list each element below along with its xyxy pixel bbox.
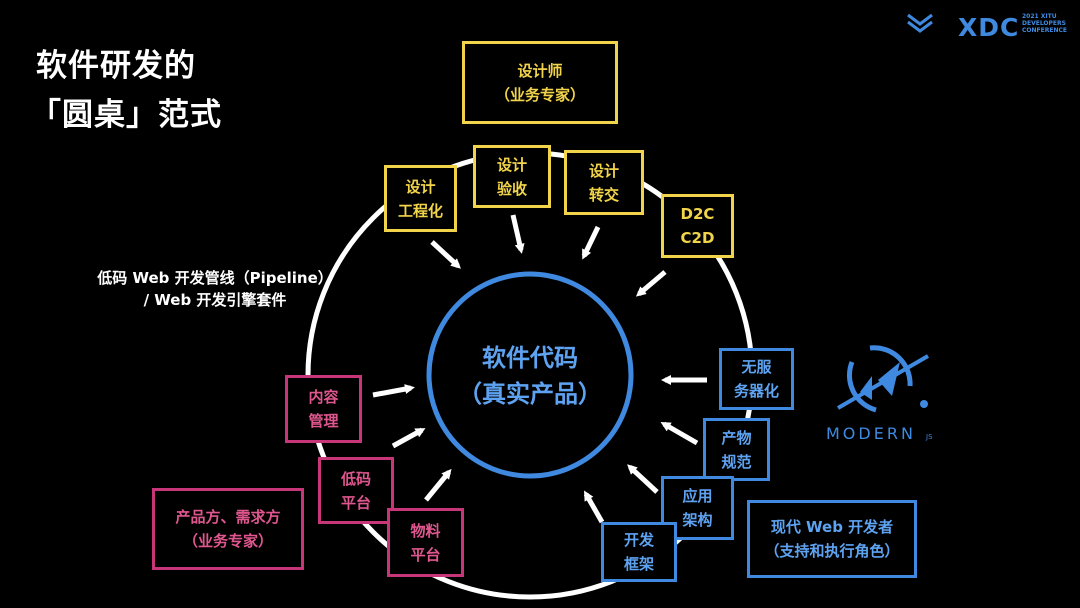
node-product-side: 产品方、需求方 （业务专家） (152, 488, 304, 570)
node-material-platform-line1: 物料 (410, 521, 441, 540)
node-design-handoff: 设计 转交 (564, 150, 644, 215)
modern-js-logo-icon (836, 345, 930, 413)
arrow-design-handoff (581, 225, 601, 260)
node-design-handoff-line1: 设计 (588, 161, 619, 180)
node-design-accept-line2: 验收 (496, 179, 527, 198)
node-web-dev-line2: （支持和执行角色） (764, 542, 900, 560)
xdc-logo-icon (907, 13, 933, 33)
node-design-eng: 设计 工程化 (384, 165, 457, 232)
page-title-line1: 软件研发的 (36, 48, 196, 84)
node-lowcode-platform-line2: 平台 (340, 493, 371, 512)
pipeline-line2: / Web 开发引擎套件 (143, 291, 287, 309)
xdc-brand: XDC (958, 13, 1020, 42)
node-product-side-line1: 产品方、需求方 (175, 508, 281, 526)
center-line1: 软件代码 (482, 344, 578, 372)
node-content-mgmt: 内容 管理 (285, 375, 362, 443)
center-label: 软件代码 （真实产品） (430, 340, 630, 412)
node-app-arch-line1: 应用 (682, 487, 713, 505)
node-d2c-line2: C2D (680, 229, 715, 247)
pipeline-label: 低码 Web 开发管线（Pipeline） / Web 开发引擎套件 (95, 267, 335, 311)
center-circle (426, 271, 634, 479)
center-line2: （真实产品） (458, 380, 602, 408)
node-serverless-line2: 务器化 (733, 382, 779, 400)
node-web-developer: 现代 Web 开发者 （支持和执行角色） (747, 500, 917, 578)
node-dev-framework-line2: 框架 (623, 555, 654, 573)
node-design-handoff-line2: 转交 (588, 185, 619, 204)
xdc-sub-conference: CONFERENCE (1022, 27, 1067, 34)
page-title-line2: 「圆桌」范式 (30, 97, 222, 133)
node-design-eng-line1: 设计 (405, 177, 436, 196)
node-serverless: 无服 务器化 (719, 348, 794, 410)
node-serverless-line1: 无服 (741, 358, 772, 376)
node-dev-framework: 开发 框架 (601, 522, 677, 582)
pipeline-line1: 低码 Web 开发管线（Pipeline） (97, 269, 333, 287)
node-dev-framework-line1: 开发 (623, 531, 654, 549)
arrow-dev-framework (583, 490, 605, 524)
node-designer-line1: 设计师 (517, 61, 563, 80)
arrow-design-accept (510, 214, 525, 254)
node-designer: 设计师 （业务专家） (462, 41, 618, 124)
node-product-spec-line2: 规范 (721, 452, 752, 471)
node-lowcode-platform: 低码 平台 (318, 457, 394, 524)
node-product-side-line2: （业务专家） (182, 532, 273, 550)
node-lowcode-platform-line1: 低码 (340, 469, 371, 488)
arrow-app-arch (627, 464, 659, 494)
modern-wordmark: MODERN (826, 424, 916, 443)
xdc-subtitle: 2021 XITU DEVELOPERS CONFERENCE (1022, 13, 1067, 34)
arrow-product-spec (660, 421, 699, 446)
node-designer-line2: （业务专家） (494, 85, 585, 104)
node-design-accept-line1: 设计 (496, 155, 527, 174)
node-app-arch-line2: 架构 (682, 511, 713, 529)
node-material-platform: 物料 平台 (387, 508, 464, 577)
arrow-lowcode-platform (391, 427, 426, 449)
arrow-design-eng (430, 240, 461, 269)
xdc-sub-developers: DEVELOPERS (1022, 20, 1066, 27)
node-design-eng-line2: 工程化 (397, 201, 443, 220)
arrow-content-mgmt (372, 384, 415, 398)
node-web-dev-line1: 现代 Web 开发者 (770, 518, 894, 536)
modern-js-suffix: JS (926, 433, 933, 441)
node-d2c-line1: D2C (680, 205, 715, 223)
node-design-accept: 设计 验收 (473, 145, 551, 208)
arrow-d2c (635, 270, 667, 297)
arrow-material-platform (424, 468, 452, 502)
node-product-spec: 产物 规范 (703, 418, 770, 481)
node-d2c: D2C C2D (661, 194, 734, 258)
node-product-spec-line1: 产物 (721, 428, 752, 447)
node-material-platform-line2: 平台 (410, 545, 441, 564)
xdc-sub-year: 2021 XITU (1022, 13, 1057, 20)
node-content-mgmt-line1: 内容 (308, 388, 339, 406)
node-content-mgmt-line2: 管理 (308, 412, 339, 430)
